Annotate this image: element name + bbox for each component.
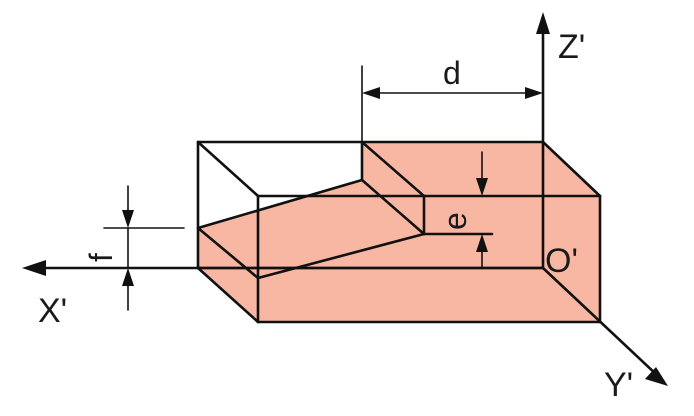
origin-label: O' bbox=[545, 242, 578, 280]
f-arrowhead-top bbox=[122, 210, 134, 228]
solid-top-right-diagonal bbox=[541, 140, 602, 198]
step-diagonal-bottom bbox=[360, 178, 426, 236]
e-arrowhead-bottom bbox=[476, 234, 488, 252]
d-arrowhead-right bbox=[525, 87, 543, 99]
z-axis-label: Z' bbox=[558, 28, 585, 66]
x-axis-arrowhead bbox=[22, 260, 46, 276]
back-face-fill bbox=[362, 142, 600, 196]
axes bbox=[22, 12, 668, 386]
slope-front-edge bbox=[256, 232, 426, 280]
slope-left-diagonal bbox=[196, 226, 260, 280]
y-axis-line bbox=[541, 266, 660, 378]
f-arrowhead-bottom bbox=[122, 268, 134, 286]
d-arrowhead-left bbox=[362, 87, 380, 99]
dimension-f-label: f bbox=[83, 253, 119, 262]
bottom-left-diagonal bbox=[196, 266, 260, 324]
shaded-solid bbox=[198, 142, 600, 322]
dimension-d-label: d bbox=[443, 55, 461, 91]
dimension-e-label: e bbox=[437, 212, 473, 230]
step-riser-fill bbox=[362, 142, 424, 234]
dimension-e bbox=[476, 151, 488, 269]
e-arrowhead-top bbox=[476, 178, 488, 196]
dimension-f bbox=[103, 185, 185, 311]
x-axis-label: X' bbox=[38, 292, 67, 330]
y-axis-arrowhead bbox=[645, 367, 668, 386]
wireframe-diagonal-top bbox=[196, 140, 260, 198]
sloped-face-fill bbox=[198, 180, 424, 278]
dimension-d bbox=[361, 65, 543, 143]
step-diagonal-top bbox=[360, 140, 426, 198]
z-axis-arrowhead bbox=[536, 12, 550, 34]
base-face-fill bbox=[198, 268, 600, 322]
block-edges bbox=[196, 140, 602, 324]
y-axis-label: Y' bbox=[604, 366, 633, 404]
slope-back-edge bbox=[196, 178, 364, 230]
